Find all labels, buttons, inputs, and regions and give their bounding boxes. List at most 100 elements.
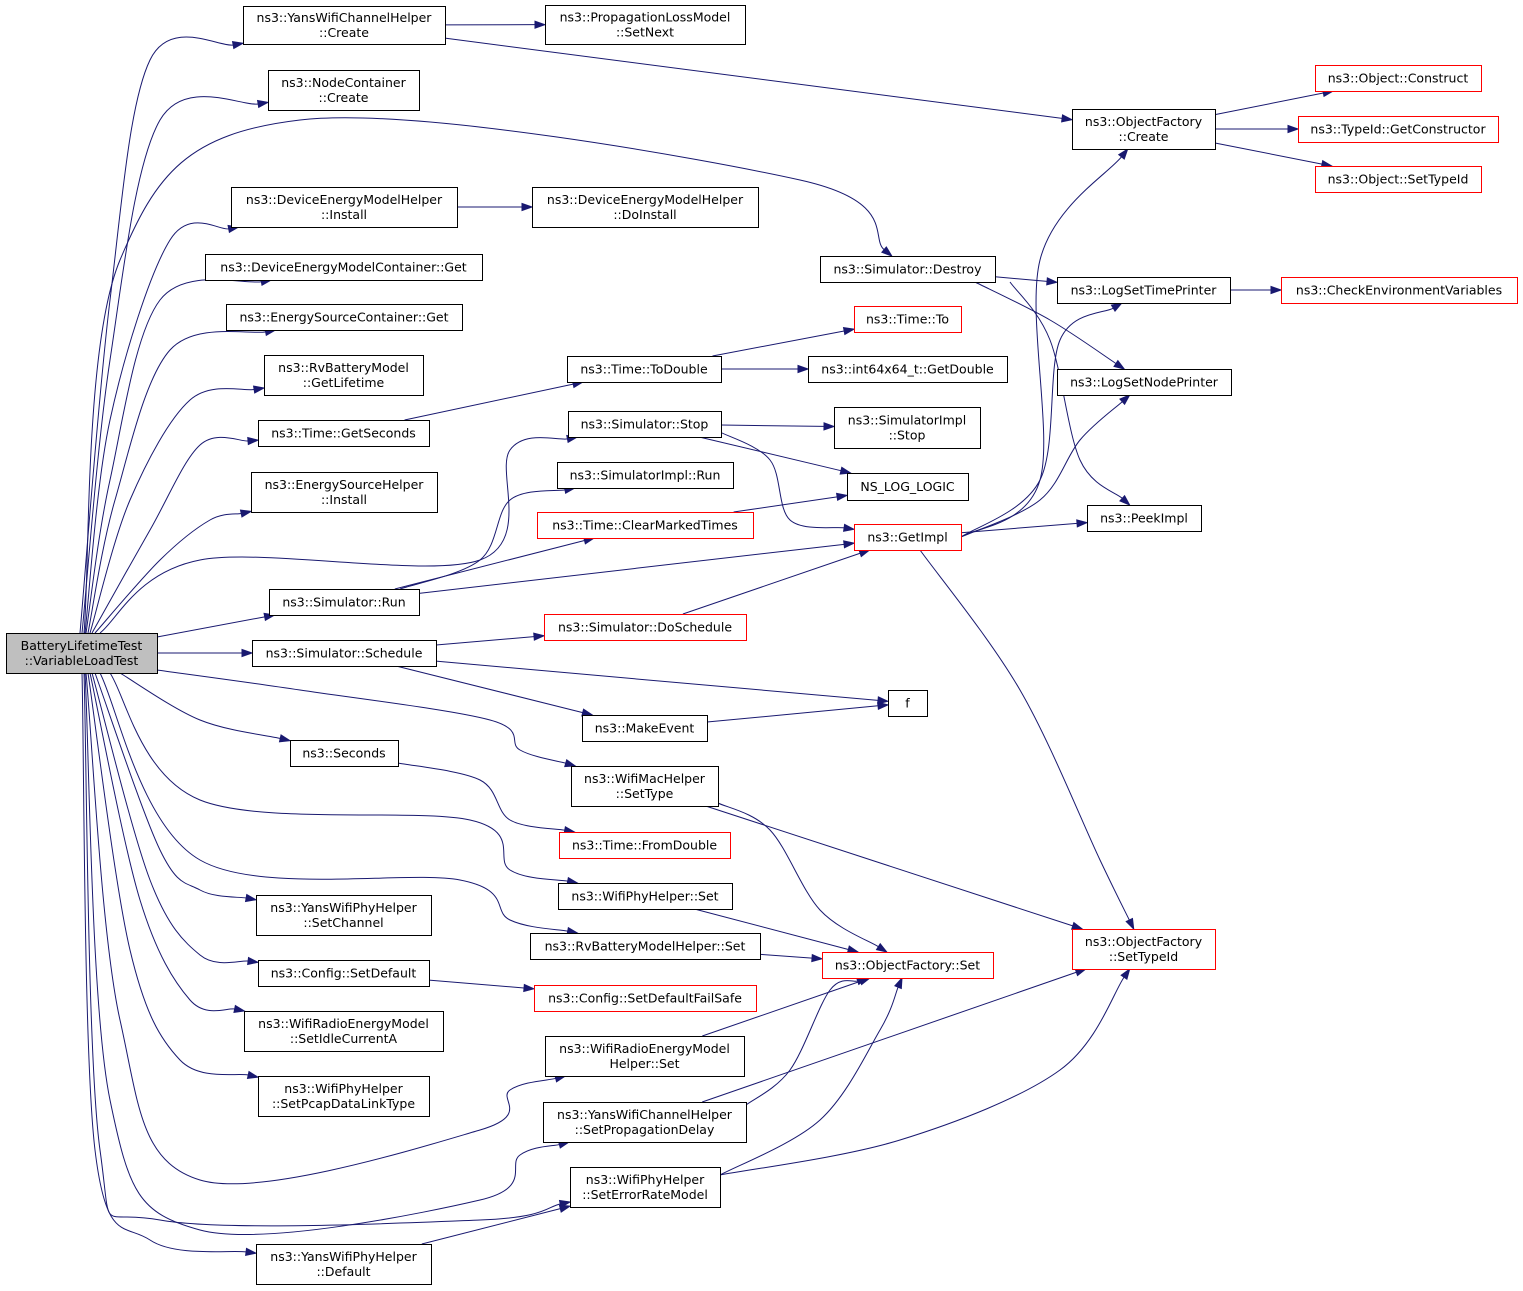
node-box (534, 985, 757, 1012)
node-label: ns3::DeviceEnergyModelHelper (547, 192, 744, 207)
node-objfactory_create[interactable]: ns3::ObjectFactory::Create (1072, 109, 1216, 150)
node-box (822, 952, 994, 979)
node-label: ::Default (316, 1264, 370, 1279)
node-plm_setnext[interactable]: ns3::PropagationLossModel::SetNext (545, 5, 746, 45)
node-yansphy_default[interactable]: ns3::YansWifiPhyHelper::Default (256, 1244, 432, 1285)
edge-root-to-yanschannel_setpropdelay (84, 672, 560, 1235)
arrowhead-wifiphy_seterrorrate-to-objfactory_settypeid (1120, 967, 1131, 981)
node-wifiphy_set[interactable]: ns3::WifiPhyHelper::Set (558, 883, 733, 910)
node-sim_destroy[interactable]: ns3::Simulator::Destroy (820, 256, 996, 283)
node-peekimpl[interactable]: ns3::PeekImpl (1087, 505, 1202, 532)
arrowhead-sim_schedule-to-makeevent (581, 708, 594, 717)
node-time_clearmarked[interactable]: ns3::Time::ClearMarkedTimes (537, 512, 754, 539)
node-logsettimeprinter[interactable]: ns3::LogSetTimePrinter (1057, 277, 1231, 304)
arrowhead-getimpl-to-objfactory_create (1117, 147, 1129, 160)
node-label: ns3::LogSetTimePrinter (1071, 283, 1218, 298)
edge-sim_stop-to-getimpl (719, 431, 845, 529)
edge-seconds-to-time_fromdouble (397, 762, 565, 831)
node-label: ns3::ObjectFactory (1085, 114, 1203, 129)
node-getimpl[interactable]: ns3::GetImpl (854, 524, 962, 551)
node-demc_get[interactable]: ns3::DeviceEnergyModelContainer::Get (205, 254, 483, 281)
node-makeevent[interactable]: ns3::MakeEvent (582, 715, 708, 742)
edge-sim_schedule-to-f (435, 660, 879, 701)
node-time_todouble[interactable]: ns3::Time::ToDouble (567, 356, 722, 383)
node-sim_stop[interactable]: ns3::Simulator::Stop (568, 411, 722, 438)
node-box (231, 187, 458, 228)
node-label: ns3::SimulatorImpl (848, 413, 966, 428)
node-f[interactable]: f (888, 690, 928, 717)
node-time_fromdouble[interactable]: ns3::Time::FromDouble (559, 832, 731, 859)
node-yanschannel_setpropdelay[interactable]: ns3::YansWifiChannelHelper::SetPropagati… (543, 1102, 747, 1143)
arrowhead-root-to-time_getseconds (247, 436, 260, 446)
node-label: ::Create (1119, 129, 1169, 144)
arrowhead-root-to-seconds (278, 734, 292, 743)
node-esc_get[interactable]: ns3::EnergySourceContainer::Get (226, 304, 463, 331)
edge-sim_destroy-to-logsettimeprinter (994, 276, 1048, 282)
node-checkenvvars[interactable]: ns3::CheckEnvironmentVariables (1281, 277, 1518, 304)
node-config_setdefaultfailsafe[interactable]: ns3::Config::SetDefaultFailSafe (534, 985, 757, 1012)
node-box (258, 1076, 430, 1117)
node-label: ns3::Config::SetDefaultFailSafe (548, 991, 742, 1006)
arrowhead-time_todouble-to-time_to (842, 326, 856, 336)
edge-time_todouble-to-time_to (712, 330, 845, 357)
node-label: ns3::YansWifiPhyHelper (270, 1249, 417, 1264)
edge-yanschannel_setpropdelay-to-objfactory_set (745, 980, 858, 1106)
node-logsetnodeprinter[interactable]: ns3::LogSetNodePrinter (1057, 369, 1232, 396)
node-box (820, 256, 996, 283)
arrowhead-root-to-rvbm_getlifetime (252, 385, 266, 394)
node-box (888, 690, 928, 717)
node-label: ::Install (321, 492, 367, 507)
node-seconds[interactable]: ns3::Seconds (290, 740, 399, 767)
node-objfactory_set[interactable]: ns3::ObjectFactory::Set (822, 952, 994, 979)
node-box (264, 355, 424, 396)
node-object_settypeid[interactable]: ns3::Object::SetTypeId (1315, 166, 1482, 193)
node-demh_doinstall[interactable]: ns3::DeviceEnergyModelHelper::DoInstall (532, 187, 759, 228)
node-yans_channel_create[interactable]: ns3::YansWifiChannelHelper::Create (243, 6, 446, 45)
edge-root-to-wifimac_settype (156, 669, 566, 764)
edge-sim_doschedule-to-getimpl (682, 552, 861, 615)
node-label: ns3::WifiPhyHelper::Set (571, 889, 718, 904)
node-label: ns3::RvBatteryModel (278, 360, 409, 375)
node-ns_log_logic[interactable]: NS_LOG_LOGIC (847, 473, 969, 501)
node-wifimac_settype[interactable]: ns3::WifiMacHelper::SetType (571, 766, 719, 807)
node-label: ::SetPropagationDelay (575, 1122, 715, 1137)
edge-wifimac_settype-to-objfactory_settypeid (705, 805, 1073, 927)
node-yansphy_setchannel[interactable]: ns3::YansWifiPhyHelper::SetChannel (256, 895, 432, 936)
node-rvbmh_set[interactable]: ns3::RvBatteryModelHelper::Set (530, 933, 761, 960)
node-sim_doschedule[interactable]: ns3::Simulator::DoSchedule (544, 614, 747, 641)
node-config_setdefault[interactable]: ns3::Config::SetDefault (258, 960, 430, 987)
node-box (1057, 277, 1231, 304)
node-label: ns3::Seconds (302, 746, 385, 761)
node-wifiphy_seterrorrate[interactable]: ns3::WifiPhyHelper::SetErrorRateModel (570, 1167, 721, 1208)
edge-root-to-rvbmh_set (99, 672, 568, 932)
node-label: ns3::Simulator::Destroy (834, 262, 983, 277)
node-sim_schedule[interactable]: ns3::Simulator::Schedule (252, 640, 437, 667)
node-label: ns3::GetImpl (867, 530, 947, 545)
node-wrem_setidle[interactable]: ns3::WifiRadioEnergyModel::SetIdleCurren… (244, 1011, 444, 1052)
node-time_getseconds[interactable]: ns3::Time::GetSeconds (258, 420, 430, 447)
edge-root-to-wrem_setidle (89, 672, 235, 1012)
node-wifiphy_setpcap[interactable]: ns3::WifiPhyHelper::SetPcapDataLinkType (258, 1076, 430, 1117)
node-label: ns3::WifiMacHelper (584, 771, 706, 786)
node-nodecontainer_create[interactable]: ns3::NodeContainer::Create (268, 70, 420, 111)
node-demh_install[interactable]: ns3::DeviceEnergyModelHelper::Install (231, 187, 458, 228)
node-objfactory_settypeid[interactable]: ns3::ObjectFactory::SetTypeId (1072, 929, 1216, 970)
node-label: ns3::ObjectFactory (1085, 934, 1203, 949)
node-object_construct[interactable]: ns3::Object::Construct (1315, 65, 1482, 92)
node-esh_install[interactable]: ns3::EnergySourceHelper::Install (251, 472, 438, 513)
node-box (1281, 277, 1518, 304)
node-simimpl_stop[interactable]: ns3::SimulatorImpl::Stop (834, 407, 981, 449)
node-typeid_getconstructor[interactable]: ns3::TypeId::GetConstructor (1298, 116, 1499, 143)
arrowhead-root-to-yans_channel_create (231, 40, 245, 50)
node-rvbm_getlifetime[interactable]: ns3::RvBatteryModel::GetLifetime (264, 355, 424, 396)
node-root[interactable]: BatteryLifetimeTest::VariableLoadTest (6, 633, 158, 674)
node-simimpl_run[interactable]: ns3::SimulatorImpl::Run (557, 462, 734, 489)
node-time_to[interactable]: ns3::Time::To (854, 306, 962, 333)
node-int64_getdouble[interactable]: ns3::int64x64_t::GetDouble (808, 356, 1008, 383)
node-sim_run[interactable]: ns3::Simulator::Run (269, 589, 420, 616)
node-box (268, 70, 420, 111)
arrowhead-sim_schedule-to-sim_doschedule (533, 632, 546, 641)
node-label: ns3::PropagationLossModel (560, 10, 731, 25)
node-label: ::SetChannel (303, 915, 383, 930)
